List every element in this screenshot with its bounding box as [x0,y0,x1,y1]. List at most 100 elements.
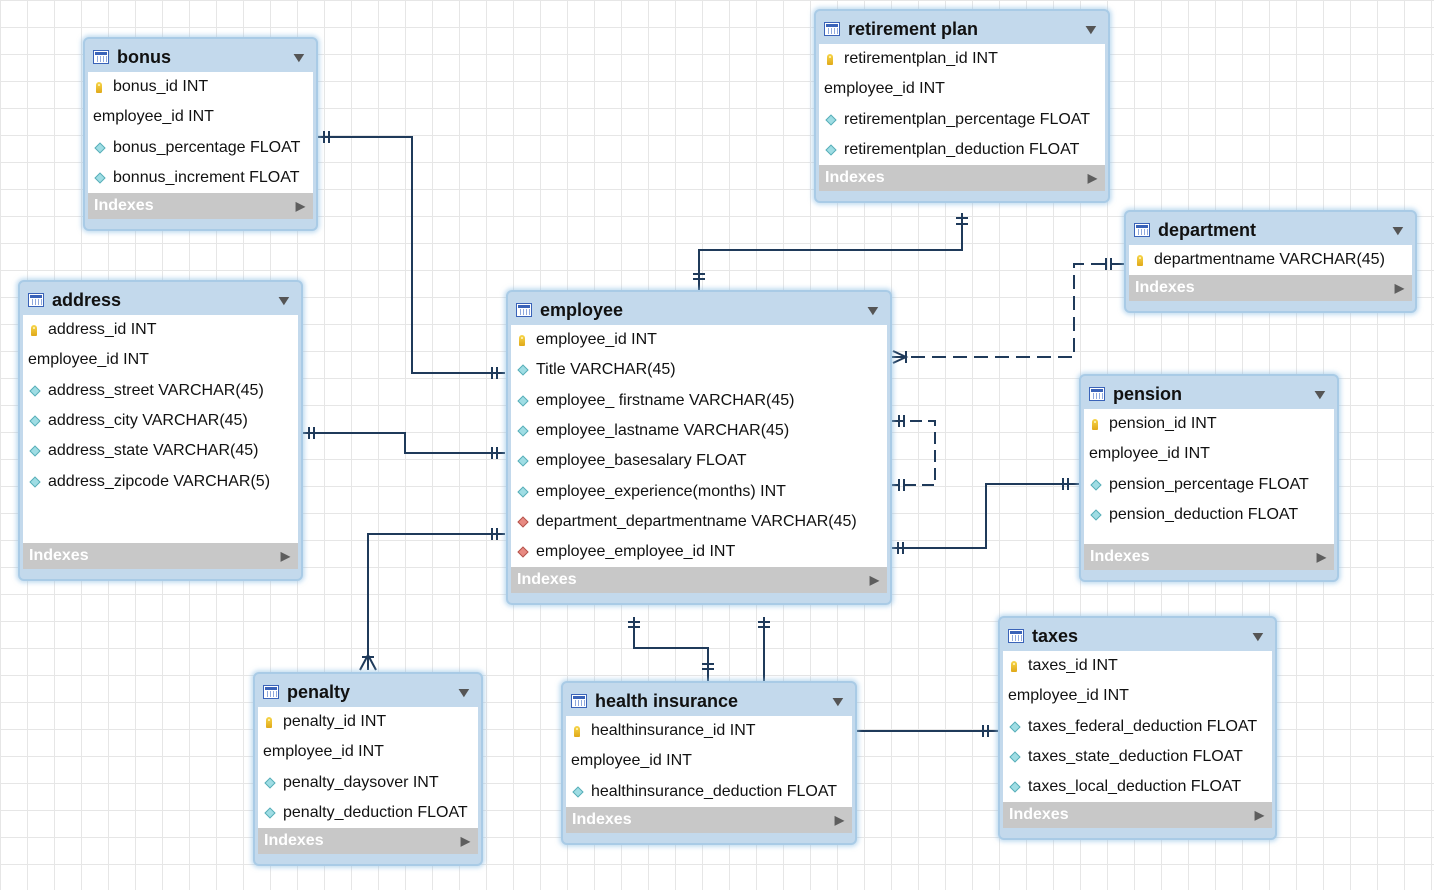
table-field[interactable]: employee_id INT [88,102,313,132]
triangle-right-icon[interactable]: ▶ [834,812,844,827]
table-pension[interactable]: pension ▼ pension_id INT employee_id INT… [1079,374,1339,583]
table-department[interactable]: department ▼ departmentname VARCHAR(45) … [1124,210,1417,314]
indexes-bar[interactable]: Indexes▶ [88,193,313,220]
indexes-label: Indexes [825,169,885,187]
table-header[interactable]: pension ▼ [1084,379,1334,409]
triangle-down-icon[interactable]: ▼ [829,693,848,709]
table-field[interactable]: healthinsurance_id INT [566,716,852,746]
table-field[interactable]: healthinsurance_deduction FLOAT [566,777,852,807]
triangle-right-icon[interactable]: ▶ [460,834,470,849]
table-address[interactable]: address ▼ address_id INT employee_id INT… [18,280,303,581]
triangle-down-icon[interactable]: ▼ [1389,222,1408,238]
table-field[interactable]: retirementplan_deduction FLOAT [819,135,1105,165]
triangle-right-icon[interactable]: ▶ [1087,171,1097,186]
table-field[interactable]: penalty_deduction FLOAT [258,798,478,828]
diamond-icon [825,144,837,156]
table-title: retirement plan [848,18,979,39]
table-field[interactable]: employee_id INT [566,746,852,776]
triangle-right-icon[interactable]: ▶ [280,548,290,563]
field-label: departmentname VARCHAR(45) [1154,251,1385,269]
field-label: address_state VARCHAR(45) [48,442,259,460]
field-label: address_zipcode VARCHAR(5) [48,472,271,490]
triangle-down-icon[interactable]: ▼ [1082,21,1101,37]
table-field[interactable]: employee_id INT [258,737,478,767]
table-header[interactable]: department ▼ [1129,215,1412,245]
table-field[interactable]: address_id INT [23,315,298,345]
triangle-right-icon[interactable]: ▶ [1394,281,1404,296]
table-header[interactable]: penalty ▼ [258,677,478,707]
table-retirement-plan[interactable]: retirement plan ▼ retirementplan_id INT … [814,9,1110,204]
triangle-right-icon[interactable]: ▶ [869,573,879,588]
indexes-bar[interactable]: Indexes▶ [1084,544,1334,571]
triangle-right-icon[interactable]: ▶ [295,199,305,214]
indexes-bar[interactable]: Indexes▶ [258,828,478,855]
triangle-down-icon[interactable]: ▼ [290,49,309,65]
indexes-bar[interactable]: Indexes▶ [511,567,887,594]
triangle-down-icon[interactable]: ▼ [455,684,474,700]
table-header[interactable]: address ▼ [23,285,298,315]
table-field[interactable]: pension_id INT [1084,409,1334,439]
table-field[interactable]: employee_employee_id INT [511,537,887,567]
table-field[interactable]: employee_id INT [1003,681,1272,711]
table-field[interactable]: employee_experience(months) INT [511,476,887,506]
triangle-right-icon[interactable]: ▶ [1254,808,1264,823]
table-field[interactable]: bonus_id INT [88,72,313,102]
table-field[interactable]: pension_deduction FLOAT [1084,500,1334,530]
table-employee[interactable]: employee ▼ employee_id INT Title VARCHAR… [506,290,892,606]
rel-pension-employee [892,483,1079,549]
diamond-icon [517,425,529,437]
table-field[interactable]: taxes_local_deduction FLOAT [1003,772,1272,802]
triangle-down-icon[interactable]: ▼ [275,292,294,308]
table-field[interactable]: employee_id INT [23,345,298,375]
diamond-icon [517,455,529,467]
table-taxes[interactable]: taxes ▼ taxes_id INT employee_id INT tax… [998,616,1277,841]
table-field[interactable]: penalty_daysover INT [258,768,478,798]
table-field[interactable]: retirementplan_id INT [819,44,1105,74]
triangle-right-icon[interactable]: ▶ [1316,550,1326,565]
table-icon [1089,387,1105,401]
table-field[interactable]: departmentname VARCHAR(45) [1129,245,1412,275]
triangle-down-icon[interactable]: ▼ [1311,386,1330,402]
table-field[interactable]: address_zipcode VARCHAR(5) [23,466,298,496]
triangle-down-icon[interactable]: ▼ [1249,628,1268,644]
table-field[interactable]: employee_id INT [1084,439,1334,469]
field-label: bonus_id INT [113,78,209,96]
table-health-insurance[interactable]: health insurance ▼ healthinsurance_id IN… [561,681,857,845]
table-field[interactable]: taxes_id INT [1003,651,1272,681]
table-field[interactable]: penalty_id INT [258,707,478,737]
table-header[interactable]: taxes ▼ [1003,621,1272,651]
indexes-bar[interactable]: Indexes ▶ [819,165,1105,192]
table-field[interactable]: taxes_federal_deduction FLOAT [1003,712,1272,742]
table-field[interactable]: bonus_percentage FLOAT [88,133,313,163]
table-field[interactable]: Title VARCHAR(45) [511,355,887,385]
table-field[interactable]: bonnus_increment FLOAT [88,163,313,193]
table-bonus[interactable]: bonus ▼ bonus_id INT employee_id INT bon… [83,37,318,232]
diamond-icon [29,445,41,457]
triangle-down-icon[interactable]: ▼ [864,302,883,318]
table-field[interactable]: employee_lastname VARCHAR(45) [511,416,887,446]
indexes-bar[interactable]: Indexes▶ [1129,275,1412,302]
field-label: Title VARCHAR(45) [536,361,676,379]
table-field[interactable]: address_state VARCHAR(45) [23,436,298,466]
indexes-bar[interactable]: Indexes▶ [566,806,852,833]
table-field[interactable]: taxes_state_deduction FLOAT [1003,742,1272,772]
table-field[interactable]: retirementplan_percentage FLOAT [819,105,1105,135]
table-field[interactable]: employee_id INT [511,325,887,355]
table-field[interactable]: employee_id INT [819,74,1105,104]
indexes-bar[interactable]: Indexes ▶ [1003,802,1272,829]
table-field[interactable]: department_departmentname VARCHAR(45) [511,507,887,537]
field-label: pension_id INT [1109,415,1217,433]
indexes-bar[interactable]: Indexes▶ [23,542,298,569]
table-field[interactable]: employee_ firstname VARCHAR(45) [511,386,887,416]
table-header[interactable]: bonus ▼ [88,42,313,72]
table-field[interactable]: address_street VARCHAR(45) [23,376,298,406]
table-header[interactable]: employee ▼ [511,295,887,325]
table-field[interactable]: pension_percentage FLOAT [1084,470,1334,500]
diamond-icon [264,777,276,789]
table-field[interactable]: address_city VARCHAR(45) [23,406,298,436]
table-header[interactable]: health insurance ▼ [566,686,852,716]
table-penalty[interactable]: penalty ▼ penalty_id INT employee_id INT… [253,672,483,867]
table-field[interactable]: employee_basesalary FLOAT [511,446,887,476]
table-header[interactable]: retirement plan ▼ [819,14,1105,44]
indexes-label: Indexes [1009,806,1069,824]
